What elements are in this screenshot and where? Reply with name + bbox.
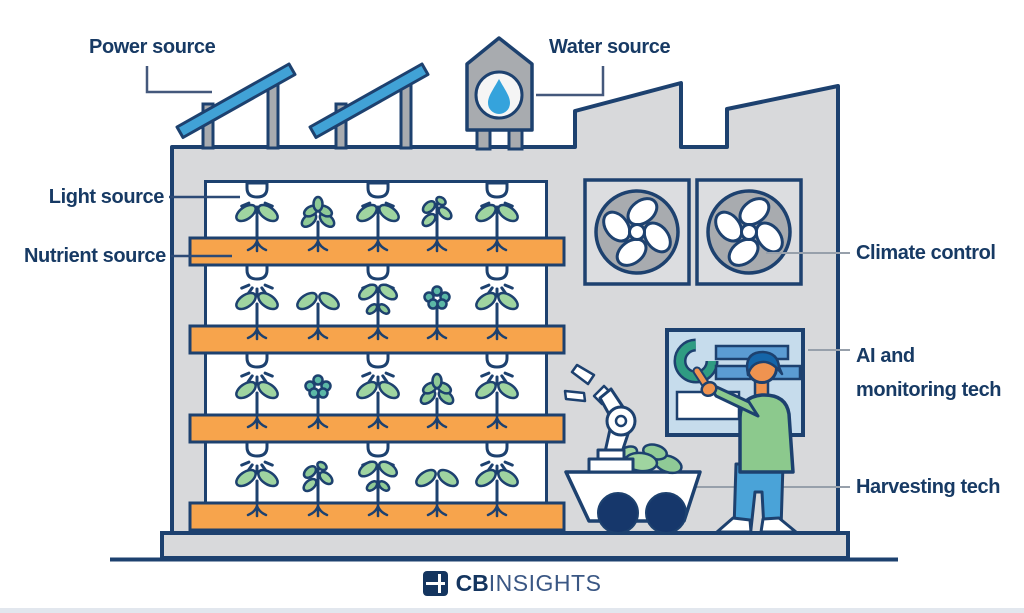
- grow-light-icon: [240, 263, 274, 298]
- plant-icon: [356, 203, 400, 253]
- plant-icon: [235, 468, 279, 518]
- water-tank-icon: [465, 36, 534, 151]
- logo-insights: INSIGHTS: [488, 570, 602, 596]
- worker-figure: [692, 350, 798, 534]
- logo-cb: CB: [455, 570, 489, 596]
- plant-icon: [423, 285, 451, 341]
- grow-light-icon: [480, 263, 514, 298]
- robot-arm-icon: [563, 363, 637, 474]
- plant-icon: [357, 460, 399, 518]
- water-connector: [536, 66, 605, 97]
- cbinsights-logo-text: CBINSIGHTS: [456, 570, 602, 597]
- power-source-label: Power source: [89, 36, 216, 58]
- solar-panel-icon: [175, 62, 297, 150]
- ai-monitoring-label: AI and monitoring tech: [856, 339, 1002, 407]
- power-connector: [145, 66, 212, 94]
- plant-icon: [415, 468, 459, 518]
- ventilation-fan-icon: [695, 178, 803, 286]
- plant-icon: [421, 195, 453, 253]
- plant-icon: [357, 283, 399, 341]
- nutrient-source-label: Nutrient source: [24, 245, 166, 267]
- plant-icon: [475, 291, 519, 341]
- plant-icon: [356, 380, 400, 430]
- worker-hand: [700, 380, 718, 398]
- worker-shoe: [715, 516, 753, 534]
- worker-sleeve: [706, 381, 760, 418]
- plant-icon: [296, 291, 340, 341]
- cbinsights-logo-icon: [422, 571, 448, 596]
- building-base-slab: [160, 531, 850, 560]
- worker-hair: [745, 350, 784, 377]
- plant-icon: [302, 460, 334, 518]
- cbinsights-logo: CBINSIGHTS: [0, 570, 1024, 597]
- cart-wheel: [597, 492, 639, 534]
- cart-wheel: [645, 492, 687, 534]
- plant-icon: [304, 374, 332, 430]
- climate-control-fans: [583, 178, 803, 286]
- ai-label-line2: monitoring tech: [856, 379, 1002, 401]
- solar-panel-icon: [308, 62, 430, 150]
- climate-control-label: Climate control: [856, 242, 996, 264]
- harvesting-tech-label: Harvesting tech: [856, 476, 1001, 498]
- water-source-label: Water source: [549, 36, 671, 58]
- grow-light-icon: [480, 351, 514, 386]
- grow-rows: [235, 181, 519, 518]
- plant-icon: [235, 291, 279, 341]
- plant-icon: [235, 380, 279, 430]
- ai-label-line1: AI and: [856, 345, 915, 367]
- plant-icon: [475, 203, 519, 253]
- plant-icon: [475, 468, 519, 518]
- plant-icon: [235, 203, 279, 253]
- bottom-strip: [0, 608, 1024, 613]
- grow-light-icon: [240, 351, 274, 386]
- water-drop-icon: [488, 79, 510, 114]
- worker-shoe: [759, 516, 798, 534]
- plant-icon: [419, 372, 455, 430]
- plant-icon: [300, 195, 336, 253]
- ventilation-fan-icon: [583, 178, 691, 286]
- grow-light-icon: [361, 351, 395, 386]
- light-source-label: Light source: [48, 186, 165, 208]
- plant-icon: [475, 380, 519, 430]
